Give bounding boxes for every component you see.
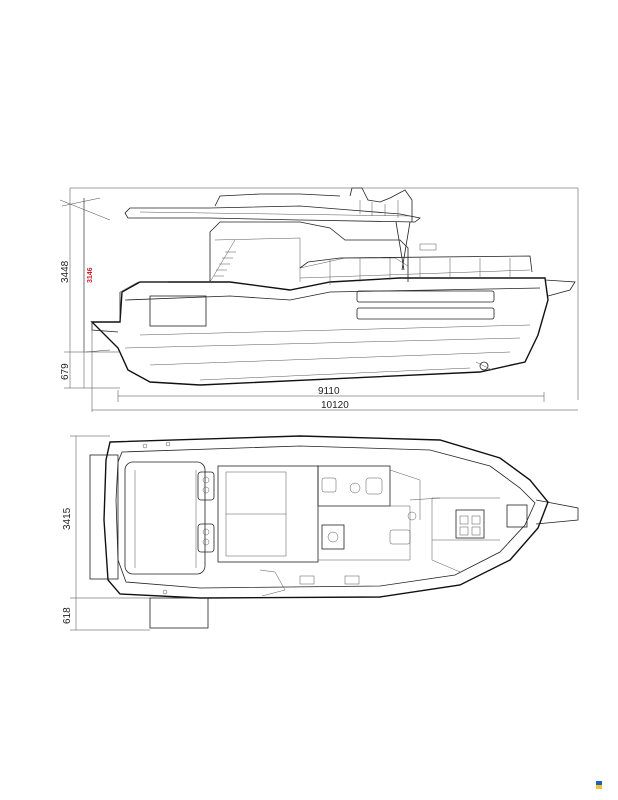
- corner-logo-icon: [596, 781, 602, 789]
- dimension-9110: 9110: [318, 386, 340, 397]
- plan-view: 3415 618: [62, 435, 579, 631]
- dimension-3146-red: 3146: [87, 267, 94, 283]
- dimension-10120: 10120: [321, 400, 349, 411]
- dimension-3415: 3415: [62, 507, 73, 530]
- dimension-618: 618: [62, 607, 73, 624]
- side-elevation-view: 3448 3146 679 9110 10120: [59, 187, 579, 412]
- dimension-679: 679: [60, 363, 71, 380]
- dimension-3448: 3448: [60, 260, 71, 283]
